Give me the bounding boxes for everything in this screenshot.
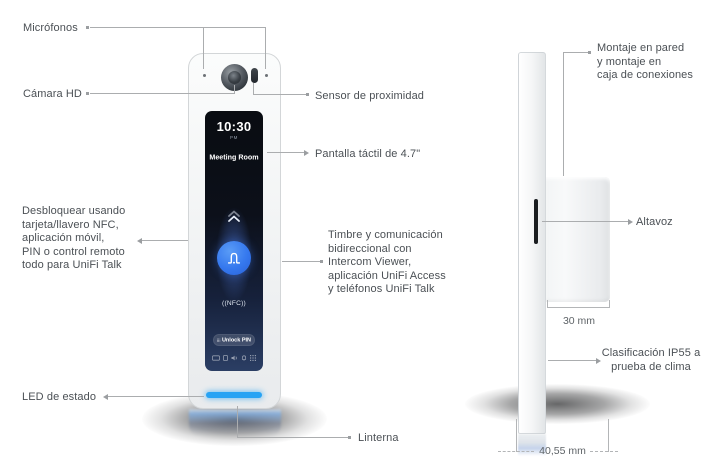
label-line: y teléfonos UniFi Talk xyxy=(328,283,435,295)
proximity-sensor xyxy=(251,68,258,83)
keypad-icon xyxy=(217,338,221,342)
phone-icon xyxy=(223,355,228,361)
touchscreen: 10:30 PM Meeting Room ((NFC)) xyxy=(205,111,263,371)
label-line: Montaje en pared xyxy=(597,42,685,54)
microphone-dot-left xyxy=(203,74,206,77)
callout-line xyxy=(253,94,306,95)
microphone-dot-right xyxy=(265,74,268,77)
dim-dash xyxy=(498,451,534,452)
callout-marker xyxy=(320,260,323,263)
callout-arrow xyxy=(596,358,601,364)
label-touchscreen: Pantalla táctil de 4.7" xyxy=(315,148,421,160)
label-line: aplicación móvil, xyxy=(22,232,105,244)
camera-inner-lens xyxy=(228,71,241,84)
callout-line xyxy=(90,27,266,28)
label-line: Intercom Viewer, xyxy=(328,256,412,268)
screen-room-name: Meeting Room xyxy=(209,153,259,162)
screen-meridiem: PM xyxy=(230,135,238,140)
callout-arrow xyxy=(137,238,142,244)
unlock-pin-button: Unlock PIN xyxy=(213,334,255,346)
label-line: aplicación UniFi Access xyxy=(328,269,446,282)
callout-line xyxy=(267,152,304,153)
label-line: Desbloquear usando xyxy=(22,205,126,217)
callout-line xyxy=(563,52,588,53)
label-ip-rating: Clasificación IP55 a prueba de clima xyxy=(601,347,701,374)
screen-time: 10:30 xyxy=(216,119,252,134)
callout-line xyxy=(237,437,348,438)
keypad-icon xyxy=(250,355,256,361)
dim-tick xyxy=(547,300,548,308)
callout-marker xyxy=(588,51,591,54)
dim-tick xyxy=(609,300,610,308)
doorbell-bell-icon xyxy=(227,252,241,264)
label-camera-hd: Cámara HD xyxy=(23,88,82,100)
volume-icon xyxy=(231,355,237,361)
front-device-reflection xyxy=(189,409,281,435)
callout-line xyxy=(253,83,254,95)
dim-dash xyxy=(590,451,618,452)
screen-footer-icons xyxy=(205,355,263,361)
doorbell-button xyxy=(217,241,251,275)
callout-marker xyxy=(86,26,89,29)
nfc-label: ((NFC)) xyxy=(222,299,246,307)
callout-line xyxy=(234,85,235,94)
side-device-body xyxy=(518,52,546,434)
label-line: y montaje en xyxy=(597,55,662,68)
callout-arrow xyxy=(628,219,633,225)
label-line: PIN o control remoto xyxy=(22,245,125,258)
callout-marker xyxy=(86,92,89,95)
callout-line xyxy=(237,406,238,438)
label-speaker: Altavoz xyxy=(636,216,673,228)
label-line: bidireccional con xyxy=(328,242,412,255)
callout-marker xyxy=(348,436,351,439)
callout-line xyxy=(548,360,596,361)
status-led-bar xyxy=(206,392,262,398)
callout-line xyxy=(142,240,188,241)
callout-marker xyxy=(306,93,309,96)
label-status-led: LED de estado xyxy=(22,391,97,403)
unlock-pin-label: Unlock PIN xyxy=(221,336,251,344)
dim-tick xyxy=(608,419,609,452)
bell-icon xyxy=(241,355,247,361)
callout-line xyxy=(203,27,204,69)
label-proximity-sensor: Sensor de proximidad xyxy=(315,90,425,102)
side-device-shadow xyxy=(465,384,650,424)
dim-mount-depth: 30 mm xyxy=(562,315,596,327)
callout-line xyxy=(90,93,235,94)
label-flashlight: Linterna xyxy=(358,432,399,444)
label-line: tarjeta/llavero NFC, xyxy=(22,218,119,231)
side-device-reflection xyxy=(518,434,546,456)
dim-line xyxy=(547,307,610,308)
callout-arrow xyxy=(103,394,108,400)
callout-line xyxy=(282,261,320,262)
label-line: todo para UniFi Talk xyxy=(22,259,122,271)
label-line: prueba de clima xyxy=(611,360,691,373)
chevron-double-up-icon xyxy=(226,207,242,223)
callout-line xyxy=(265,27,266,69)
label-line: Clasificación IP55 a xyxy=(601,347,701,359)
callout-line xyxy=(563,52,564,176)
label-microphones: Micrófonos xyxy=(23,22,78,34)
label-line: caja de conexiones xyxy=(597,69,693,81)
label-line: Timbre y comunicación xyxy=(328,229,443,241)
dim-tick xyxy=(516,419,517,452)
front-device: 10:30 PM Meeting Room ((NFC)) xyxy=(188,53,281,409)
label-unlock-methods: Desbloquear usando tarjeta/llavero NFC, … xyxy=(22,205,125,273)
card-icon xyxy=(212,355,220,361)
speaker-slot xyxy=(534,199,538,244)
callout-line xyxy=(542,221,628,222)
label-intercom: Timbre y comunicación bidireccional con … xyxy=(328,229,446,297)
label-mounting: Montaje en pared y montaje en caja de co… xyxy=(597,42,693,83)
dim-total-depth: 40,55 mm xyxy=(539,445,586,457)
callout-line xyxy=(108,396,204,397)
callout-arrow xyxy=(304,150,309,156)
wall-mount-box xyxy=(546,177,610,302)
